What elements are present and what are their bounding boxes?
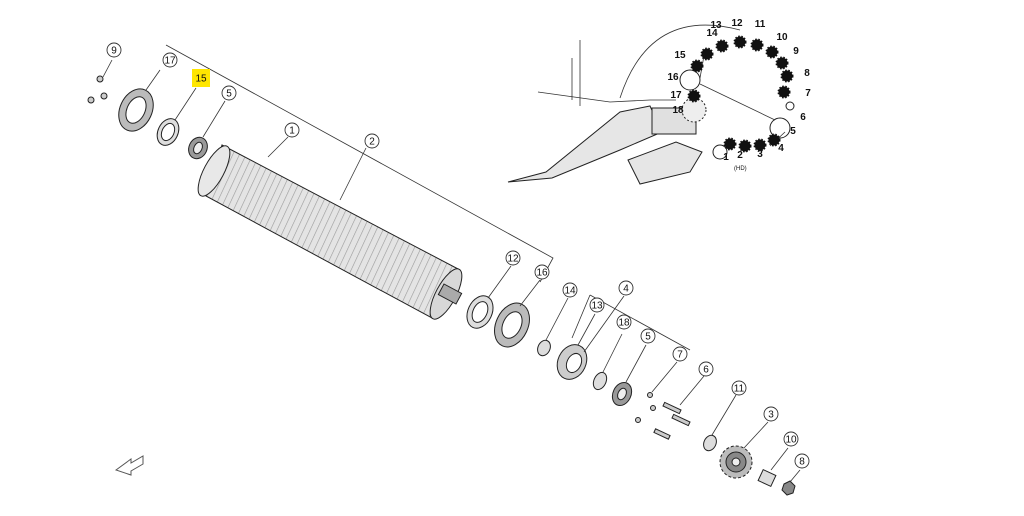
- sprocket-part: [719, 421, 769, 479]
- inset-number-12: 12: [731, 18, 743, 29]
- callout-1: 1: [284, 122, 300, 138]
- chain-sprocket-dot: [775, 56, 789, 70]
- callout-16: 16: [534, 264, 550, 280]
- bolt-part: [87, 59, 113, 104]
- inset-number-4: 4: [778, 143, 784, 154]
- chain-sprocket-dot: [733, 35, 747, 49]
- inset-chain-dots: [687, 35, 794, 153]
- inset-number-14: 14: [706, 28, 718, 39]
- inset-number-16: 16: [667, 72, 679, 83]
- nut-part: [781, 469, 801, 496]
- callout-3: 3: [763, 406, 779, 422]
- chain-sprocket-dot: [700, 47, 714, 61]
- callout-14: 14: [562, 282, 578, 298]
- inset-number-7: 7: [805, 88, 811, 99]
- callout-11: 11: [731, 380, 747, 396]
- chain-sprocket-dot: [723, 137, 737, 151]
- direction-arrow-icon: [114, 455, 144, 476]
- ring-12-part: [466, 265, 512, 329]
- callout-label: 14: [564, 286, 576, 297]
- callout-label: 3: [768, 410, 774, 421]
- callout-9: 9: [106, 42, 122, 58]
- inset-number-10: 10: [776, 32, 788, 43]
- callout-6: 6: [698, 361, 714, 377]
- bearing-5-part: [611, 344, 647, 407]
- callout-10: 10: [783, 431, 799, 447]
- ring-14-part: [537, 297, 569, 357]
- bolt-7-part: [635, 361, 705, 440]
- callout-5: 5: [221, 85, 237, 101]
- inset-schematic: [507, 24, 795, 185]
- callout-label: 13: [591, 301, 603, 312]
- callout-12: 12: [505, 250, 521, 266]
- callout-8: 8: [794, 453, 810, 469]
- callout-label: 4: [623, 284, 629, 295]
- callout-label: 2: [369, 137, 375, 148]
- callout-18: 18: [616, 314, 632, 330]
- callout-label: 6: [703, 365, 709, 376]
- callout-label: 17: [164, 56, 176, 67]
- callout-label: 1: [289, 126, 295, 137]
- callout-label: 15: [195, 74, 207, 85]
- inset-number-13: 13: [710, 20, 722, 31]
- inset-number-5: 5: [790, 126, 796, 137]
- callout-label: 5: [226, 89, 232, 100]
- inset-number-6: 6: [800, 112, 806, 123]
- inset-number-2: 2: [737, 150, 743, 161]
- chain-sprocket-dot: [765, 45, 779, 59]
- chain-sprocket-dot: [738, 139, 752, 153]
- chain-sprocket-dot: [687, 89, 701, 103]
- callout-label: 16: [536, 268, 548, 279]
- chain-sprocket-dot: [750, 38, 764, 52]
- seal-16-part: [494, 279, 541, 348]
- chain-sprocket-dot: [767, 133, 781, 147]
- inset-number-1: 1: [723, 152, 729, 163]
- ring-18-part: [592, 333, 623, 391]
- callout-label: 9: [111, 46, 117, 57]
- inset-number-11: 11: [755, 19, 766, 30]
- callout-label: 11: [734, 384, 745, 395]
- inset-number-8: 8: [804, 68, 810, 79]
- seal-part: [118, 69, 161, 132]
- callout-label: 5: [645, 332, 651, 343]
- inset-number-3: 3: [757, 149, 763, 160]
- callout-2: 2: [364, 133, 380, 149]
- callout-17: 17: [162, 52, 178, 68]
- callout-7: 7: [672, 346, 688, 362]
- inset-number-15: 15: [674, 50, 686, 61]
- callout-4: 4: [618, 280, 634, 296]
- collar-part: [757, 447, 789, 488]
- callout-13: 13: [589, 297, 605, 313]
- highlight-box: [192, 69, 210, 87]
- callout-15: 15: [192, 69, 210, 87]
- chain-sprocket-dot: [777, 85, 791, 99]
- roller-part: [197, 136, 463, 320]
- inset-number-17: 17: [670, 90, 682, 101]
- callout-label: 10: [785, 435, 797, 446]
- inset-number-18: 18: [672, 105, 684, 116]
- inset-number-9: 9: [793, 46, 799, 57]
- ring-part: [156, 87, 197, 146]
- callout-label: 7: [677, 350, 683, 361]
- bearing-part: [188, 100, 226, 160]
- chain-sprocket-dot: [715, 39, 729, 53]
- callout-label: 18: [618, 318, 630, 329]
- callout-5: 5: [640, 328, 656, 344]
- housing-part: [556, 295, 625, 380]
- washer-part: [703, 394, 737, 452]
- callout-label: 8: [799, 457, 805, 468]
- chain-sprocket-dot: [780, 69, 794, 83]
- inset-hd-label: (HD): [734, 166, 747, 172]
- chain-sprocket-dot: [753, 138, 767, 152]
- chain-sprocket-dot: [690, 59, 704, 73]
- callout-label: 12: [507, 254, 519, 265]
